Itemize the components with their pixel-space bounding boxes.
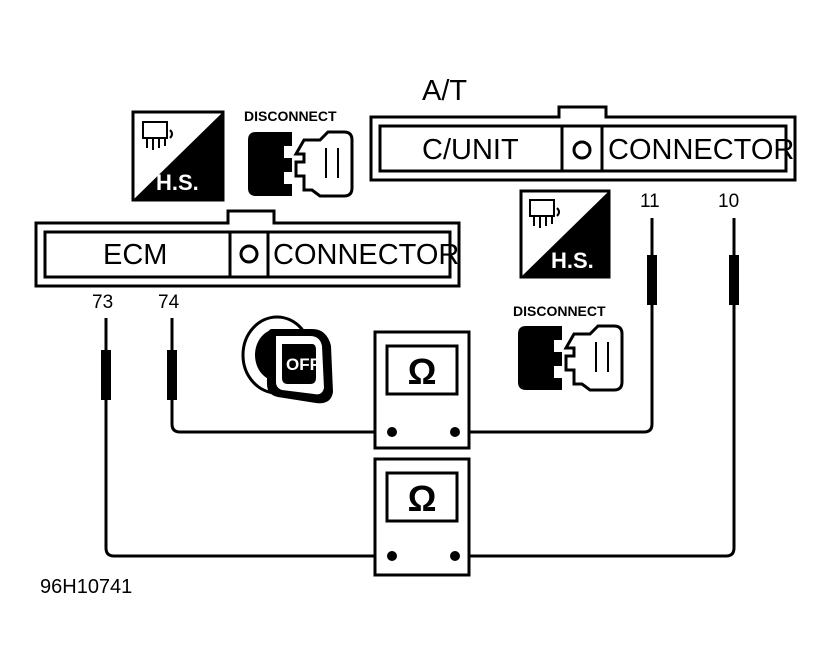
ecm-connector: ECM CONNECTOR (34, 209, 461, 288)
test-wires (104, 218, 736, 558)
pin-label-10: 10 (718, 191, 739, 212)
ohmmeter-lower: Ω (373, 457, 471, 577)
harness-side-icon: H.S. (131, 110, 225, 202)
pin-label-73: 73 (92, 292, 113, 313)
probe-10 (729, 255, 739, 305)
connector-latch-icon (572, 140, 592, 160)
meter-terminal (387, 551, 397, 561)
disconnect-connector-icon (518, 324, 624, 392)
at-cunit-connector: C/UNIT CONNECTOR (369, 105, 797, 182)
pin-label-74: 74 (158, 292, 180, 313)
connector-latch-icon (239, 244, 259, 264)
meter-terminal (450, 427, 460, 437)
meter-terminal (387, 427, 397, 437)
ohmmeter-upper: Ω (373, 330, 471, 450)
ignition-key-off-icon: OFF (241, 315, 334, 404)
probe-11 (647, 255, 657, 305)
diagram-title: A/T (422, 75, 467, 107)
wire-11 (455, 218, 654, 434)
test-probes (101, 255, 739, 400)
probe-73 (101, 350, 111, 400)
ignition-off-label: OFF (286, 355, 320, 374)
disconnect-label: DISCONNECT (244, 108, 337, 124)
wire-73 (104, 318, 392, 558)
disconnect-label: DISCONNECT (513, 303, 606, 319)
ohmmeter-icon: Ω (408, 478, 437, 519)
pin-label-11: 11 (640, 191, 660, 212)
wire-10 (455, 218, 736, 558)
at-connector-right-label: CONNECTOR (608, 134, 794, 166)
harness-side-label: H.S. (551, 248, 594, 273)
disconnect-connector-icon (248, 130, 354, 198)
meter-terminal (450, 551, 460, 561)
probe-74 (167, 350, 177, 400)
disconnect-indicator: DISCONNECT (244, 108, 354, 198)
at-connector-left-label: C/UNIT (422, 134, 519, 166)
disconnect-indicator: DISCONNECT (513, 303, 624, 392)
figure-code: 96H10741 (40, 576, 132, 598)
ecm-connector-right-label: CONNECTOR (273, 239, 459, 271)
harness-side-label: H.S. (156, 170, 199, 195)
ohmmeter-icon: Ω (408, 351, 437, 392)
wire-74 (170, 318, 392, 434)
ecm-connector-left-label: ECM (103, 239, 167, 271)
harness-side-icon: H.S. (519, 189, 611, 279)
